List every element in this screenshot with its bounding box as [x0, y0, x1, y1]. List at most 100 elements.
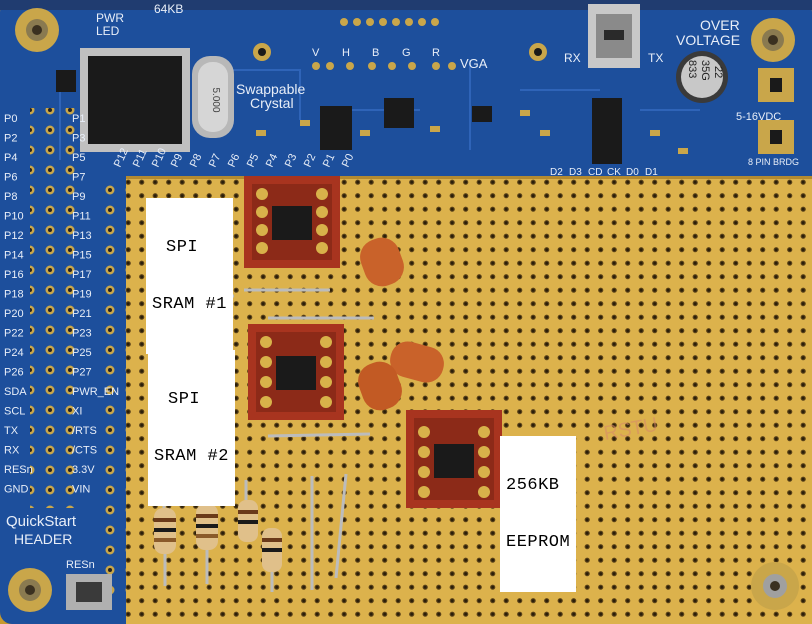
silk-vga-pin-3: G: [402, 47, 411, 59]
silk-left-a-15: SCL: [4, 406, 25, 418]
silk-left-a-18: RESn: [4, 464, 33, 476]
silk-led: LED: [96, 24, 120, 38]
left-pin-column-c: [104, 180, 126, 600]
silk-left-a-2: P4: [4, 152, 17, 164]
silk-left-a-7: P14: [4, 250, 24, 262]
silk-left-a-19: GND: [4, 484, 29, 496]
silk-vga-pin-2: B: [372, 47, 379, 59]
mounting-screws: [8, 8, 799, 612]
silk-vga-pin-1: H: [342, 47, 350, 59]
silk-left-b-10: P21: [72, 308, 92, 320]
silk-left-a-3: P6: [4, 172, 17, 184]
silk-top-pin-12: P0: [340, 152, 357, 169]
label-eeprom: 256KB EEPROM: [500, 436, 577, 592]
silk-data-pin-2: CD: [588, 167, 602, 178]
silk-left-b-3: P7: [72, 172, 85, 184]
usb-connector: [588, 4, 640, 68]
silk-left-a-11: P22: [4, 328, 24, 340]
silk-data-pin-4: D0: [626, 167, 639, 178]
silk-left-a-0: P0: [4, 113, 17, 125]
socket-eeprom: [406, 410, 502, 508]
silk-left-b-5: P11: [72, 211, 91, 223]
propeller-chip: [80, 48, 190, 152]
silk-left-b-14: PWR_EN: [72, 386, 119, 398]
silk-left-a-13: P26: [4, 367, 24, 379]
silk-left-b-9: P19: [72, 289, 92, 301]
silk-over: OVER: [700, 17, 740, 33]
silk-header: HEADER: [14, 531, 72, 547]
label-eeprom-line2: EEPROM: [506, 533, 571, 552]
electrolytic-capacitor: 22 35G 833: [676, 51, 728, 103]
silk-vga: VGA: [460, 56, 488, 71]
silk-left-a-8: P16: [4, 269, 24, 281]
silk-left-a-4: P8: [4, 191, 17, 203]
silk-left-b-18: 3.3V: [72, 464, 95, 476]
crystal-marking: 5.000: [210, 87, 221, 112]
silk-left-b-4: P9: [72, 191, 85, 203]
silk-left-b-11: P23: [72, 328, 92, 340]
silk-left-a-17: RX: [4, 445, 20, 457]
svg-text:35G: 35G: [699, 60, 711, 81]
label-sram-1: SPI SRAM #1: [146, 198, 233, 354]
silk-pwr: PWR: [96, 11, 124, 25]
silk-left-a-1: P2: [4, 133, 17, 145]
label-sram-2-line1: SPI: [168, 390, 201, 409]
socket-sram-2: [248, 324, 344, 420]
silk-mem: 64KB: [154, 2, 183, 16]
silk-left-b-15: XI: [72, 406, 82, 418]
resistors: [154, 500, 282, 592]
silk-left-b-7: P15: [72, 250, 92, 262]
silk-data-pin-5: D1: [645, 167, 658, 178]
silk-swappable: Swappable: [236, 81, 305, 97]
silk-top-pin-3: P9: [169, 152, 186, 169]
silk-top-pin-10: P2: [302, 152, 319, 169]
silk-left-b-6: P13: [72, 230, 92, 242]
silk-voltage: VOLTAGE: [676, 32, 740, 48]
silk-left-b-1: P3: [72, 133, 85, 145]
silk-left-b-19: VIN: [72, 484, 90, 496]
label-sram-2: SPI SRAM #2: [148, 350, 235, 506]
reset-button: [66, 574, 112, 610]
left-pin-column-b: [56, 108, 82, 508]
label-eeprom-line1: 256KB: [506, 476, 560, 495]
svg-text:22: 22: [712, 66, 724, 78]
silk-crystal: Crystal: [250, 95, 294, 111]
silk-vga-pin-0: V: [312, 47, 320, 59]
silk-data-pin-3: CK: [607, 167, 621, 178]
silk-top-pin-8: P4: [264, 152, 281, 169]
silk-left-a-5: P10: [4, 211, 24, 223]
silk-left-b-8: P17: [72, 269, 92, 281]
usb-serial-chip: [592, 98, 622, 164]
silk-left-a-12: P24: [4, 347, 24, 359]
silk-quickstart: QuickStart: [6, 513, 77, 530]
swappable-crystal: 5.000: [192, 56, 234, 138]
regulator-chip: [384, 98, 414, 128]
perfboard: [126, 176, 812, 624]
silk-left-a-9: P18: [4, 289, 24, 301]
label-sram-1-line2: SRAM #1: [152, 295, 227, 314]
silk-data-pins: D2 D3 CD CK D0 D1: [550, 167, 658, 178]
silk-left-a-10: P20: [4, 308, 24, 320]
silk-data-pin-1: D3: [569, 167, 582, 178]
silk-top-pin-5: P7: [207, 152, 224, 169]
silk-top-pin-11: P1: [321, 152, 338, 169]
label-sram-1-line1: SPI: [166, 238, 199, 257]
silk-left-b-17: /CTS: [72, 445, 97, 457]
silk-resn: RESn: [66, 559, 95, 571]
smd-parts: [256, 110, 688, 154]
socket-sram-1: [244, 176, 340, 268]
silk-top-pin-4: P8: [188, 152, 205, 169]
silk-left-column-b: P1P3P5P7P9P11P13P15P17P19P21P23P25P27PWR…: [72, 113, 119, 496]
silk-left-b-12: P25: [72, 347, 92, 359]
eeprom-chip-onboard: [320, 106, 352, 150]
silk-data-pin-0: D2: [550, 167, 563, 178]
silk-tx: TX: [648, 51, 663, 65]
ceramic-capacitors: [358, 237, 444, 411]
silk-left-a-6: P12: [4, 230, 24, 242]
silk-left-b-2: P5: [72, 152, 85, 164]
vga-pads: [312, 18, 456, 70]
silk-left-b-13: P27: [72, 367, 92, 379]
silk-top-pin-6: P6: [226, 152, 243, 169]
svg-text:833: 833: [686, 60, 698, 78]
